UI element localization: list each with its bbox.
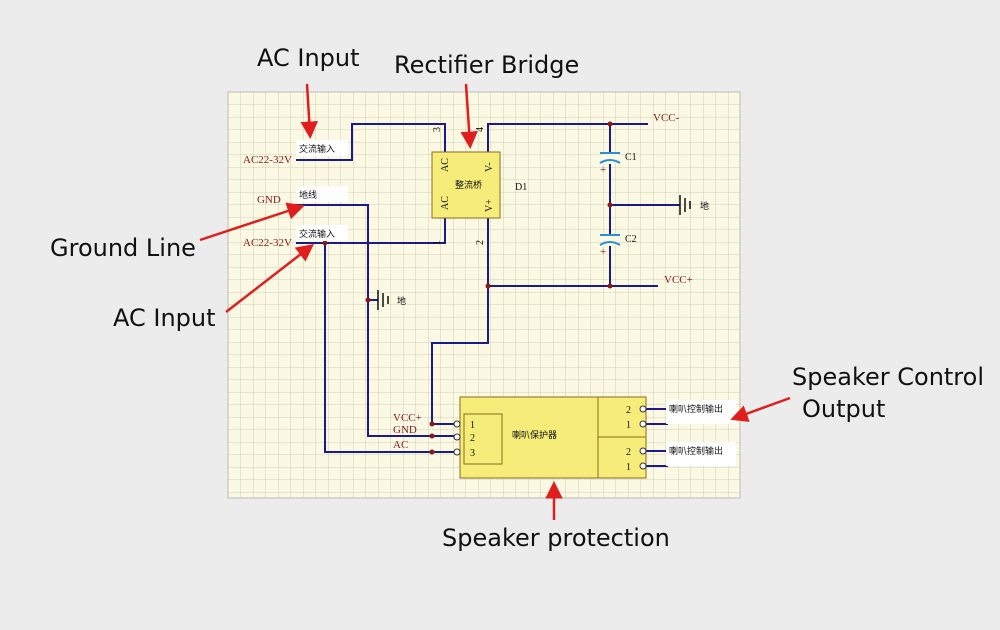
bridge-vplus: V+ [484, 199, 495, 212]
junction-dot [429, 421, 435, 427]
arrow-ac-input-left [225, 243, 314, 313]
junction-dot [429, 433, 435, 439]
bridge-pin1: 1 [432, 240, 443, 245]
protector-inner-box [463, 413, 503, 465]
junctions [322, 121, 613, 455]
bridge-pin3: 3 [432, 127, 443, 132]
net-label-gnd: GND [257, 194, 281, 206]
bridge-ref: D1 [515, 182, 527, 193]
label-ac-in2: 交流输入 [299, 228, 335, 240]
protector-net-gnd: GND [393, 424, 417, 436]
ground-label-left: 地 [397, 295, 406, 307]
net-label-ac2: AC22-32V [243, 237, 292, 249]
vcc-minus-label: VCC- [653, 112, 680, 124]
junction-dot [429, 449, 435, 455]
bridge-pin4: 4 [475, 127, 486, 132]
callout-speaker-protection: Speaker protection [442, 524, 670, 552]
junction-dot [485, 283, 491, 289]
out-label-box-bottom [666, 442, 736, 466]
wire-vcc-minus [487, 123, 648, 152]
callout-rectifier-bridge: Rectifier Bridge [394, 51, 580, 79]
protector-pin2: 2 [470, 433, 475, 444]
junction-dot [607, 202, 613, 208]
out-label-bottom: 喇叭控制输出 [669, 445, 723, 457]
out-pin1-b: 1 [626, 462, 631, 473]
wire-ac1 [296, 123, 446, 161]
arrow-speaker-control [730, 396, 791, 422]
ground-symbol-left [377, 290, 389, 310]
c1-label: C1 [625, 152, 637, 163]
bridge-pin2: 2 [475, 240, 486, 245]
junction-dot [365, 297, 371, 303]
wire-vcc-to-protector [431, 286, 489, 425]
callout-ac-input-top: AC Input [257, 44, 360, 72]
capacitor-c2 [599, 234, 621, 246]
callout-ac-input-left: AC Input [113, 304, 216, 332]
junction-dot [607, 283, 613, 289]
arrow-ac-input-top [300, 83, 318, 139]
protector-net-ac: AC [393, 439, 408, 451]
net-label-ac1: AC22-32V [243, 154, 292, 166]
out-pin1-a: 1 [626, 420, 631, 431]
c2-label: C2 [625, 234, 637, 245]
bridge-ac-top: AC [440, 158, 451, 172]
protector-name: 喇叭保护器 [512, 429, 557, 441]
bridge-vminus: V- [484, 162, 495, 172]
label-box-ground [296, 186, 348, 202]
wire-ac2 [296, 218, 446, 244]
wire-ac-to-protector [324, 243, 455, 453]
arrow-ground-line [199, 202, 305, 242]
bridge-name: 整流桥 [455, 179, 482, 191]
protector-pin3: 3 [470, 448, 475, 459]
bridge-ac-bottom: AC [440, 196, 451, 210]
label-box-ac-in2 [296, 225, 348, 241]
callout-arrows [199, 83, 791, 520]
c2-plus: + [600, 246, 606, 258]
rectifier-bridge-body [431, 151, 501, 219]
out-label-box-top [666, 400, 736, 424]
protector-net-vcc: VCC+ [393, 412, 422, 424]
wire-gnd [296, 204, 455, 437]
label-ac-in1: 交流输入 [299, 143, 335, 155]
c1-plus: + [600, 164, 606, 176]
capacitor-c1 [599, 152, 621, 164]
junction-dot [607, 121, 613, 127]
out-pin2-b: 2 [626, 447, 631, 458]
junction-dot [322, 240, 328, 246]
protector-input-pins [453, 405, 647, 470]
callout-speaker-control-line1: Speaker Control [792, 363, 984, 391]
arrow-rectifier-bridge [460, 83, 478, 149]
vcc-plus-label: VCC+ [664, 274, 693, 286]
callout-ground-line: Ground Line [50, 234, 196, 262]
protector-pin1: 1 [470, 420, 475, 431]
out-label-top: 喇叭控制输出 [669, 403, 723, 415]
callout-speaker-control-line2: Output [802, 395, 886, 423]
out-pin2-a: 2 [626, 405, 631, 416]
label-box-ac-in1 [296, 140, 348, 156]
ground-label-right: 地 [700, 200, 709, 212]
wires [296, 123, 680, 467]
label-ground: 地线 [299, 189, 317, 201]
ground-symbol-right [679, 195, 691, 215]
